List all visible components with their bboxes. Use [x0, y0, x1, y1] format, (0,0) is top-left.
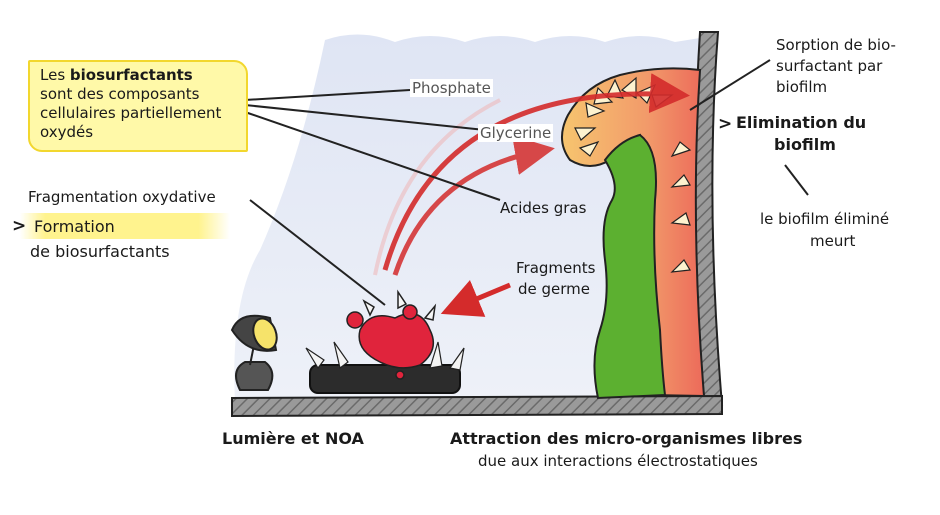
- container-floor: [231, 394, 723, 418]
- label-fragments-2: de germe: [518, 280, 591, 298]
- label-attraction: Attraction des micro-organismes libres: [450, 429, 803, 448]
- label-elimine-2: meurt: [810, 232, 856, 250]
- ghost-arrow-1: [373, 98, 501, 276]
- label-sorption-2: surfactant par: [776, 57, 883, 75]
- label-fragments-1: Fragments: [516, 259, 596, 277]
- label-elimination-1: Elimination du: [736, 113, 867, 132]
- callout-prefix: Les: [40, 66, 66, 84]
- label-interactions: due aux interactions électrostatiques: [478, 452, 758, 470]
- formation-marker: >: [12, 216, 27, 236]
- label-glycerine: Glycerine: [478, 124, 554, 142]
- biofilm-green: [593, 133, 667, 400]
- label-elimine-1: le biofilm éliminé: [760, 210, 890, 228]
- label-elimination-2: biofilm: [774, 135, 836, 154]
- callout-line3: cellulaires partiellement: [40, 104, 222, 122]
- callout-line4: oxydés: [40, 123, 94, 141]
- label-biosurfactants: de biosurfactants: [30, 242, 170, 261]
- label-formation: Formation: [34, 217, 115, 236]
- callout-line2: sont des composants: [40, 85, 200, 103]
- elimination-marker: >: [718, 114, 733, 134]
- label-sorption-1: Sorption de bio-: [776, 36, 896, 54]
- label-acides-gras: Acides gras: [500, 199, 587, 217]
- substrate-spikes: [305, 341, 465, 371]
- label-sorption-3: biofilm: [776, 78, 828, 96]
- fragments-arrow: [440, 280, 511, 317]
- leader-lines: [244, 59, 809, 306]
- fragmented-germ: [346, 289, 437, 380]
- germ-substrate: [309, 364, 461, 394]
- callout-bold: biosurfactants: [69, 66, 193, 84]
- label-phosphate: Phosphate: [410, 79, 493, 97]
- label-lumiere: Lumière et NOA: [222, 429, 364, 448]
- formation-highlight: [20, 213, 230, 239]
- label-fragmentation: Fragmentation oxydative: [28, 188, 216, 206]
- uv-lamp: [230, 314, 278, 391]
- biosurfactant-callout: Les biosurfactants sont des composants c…: [28, 60, 248, 152]
- glycerine-arrow: [392, 135, 555, 276]
